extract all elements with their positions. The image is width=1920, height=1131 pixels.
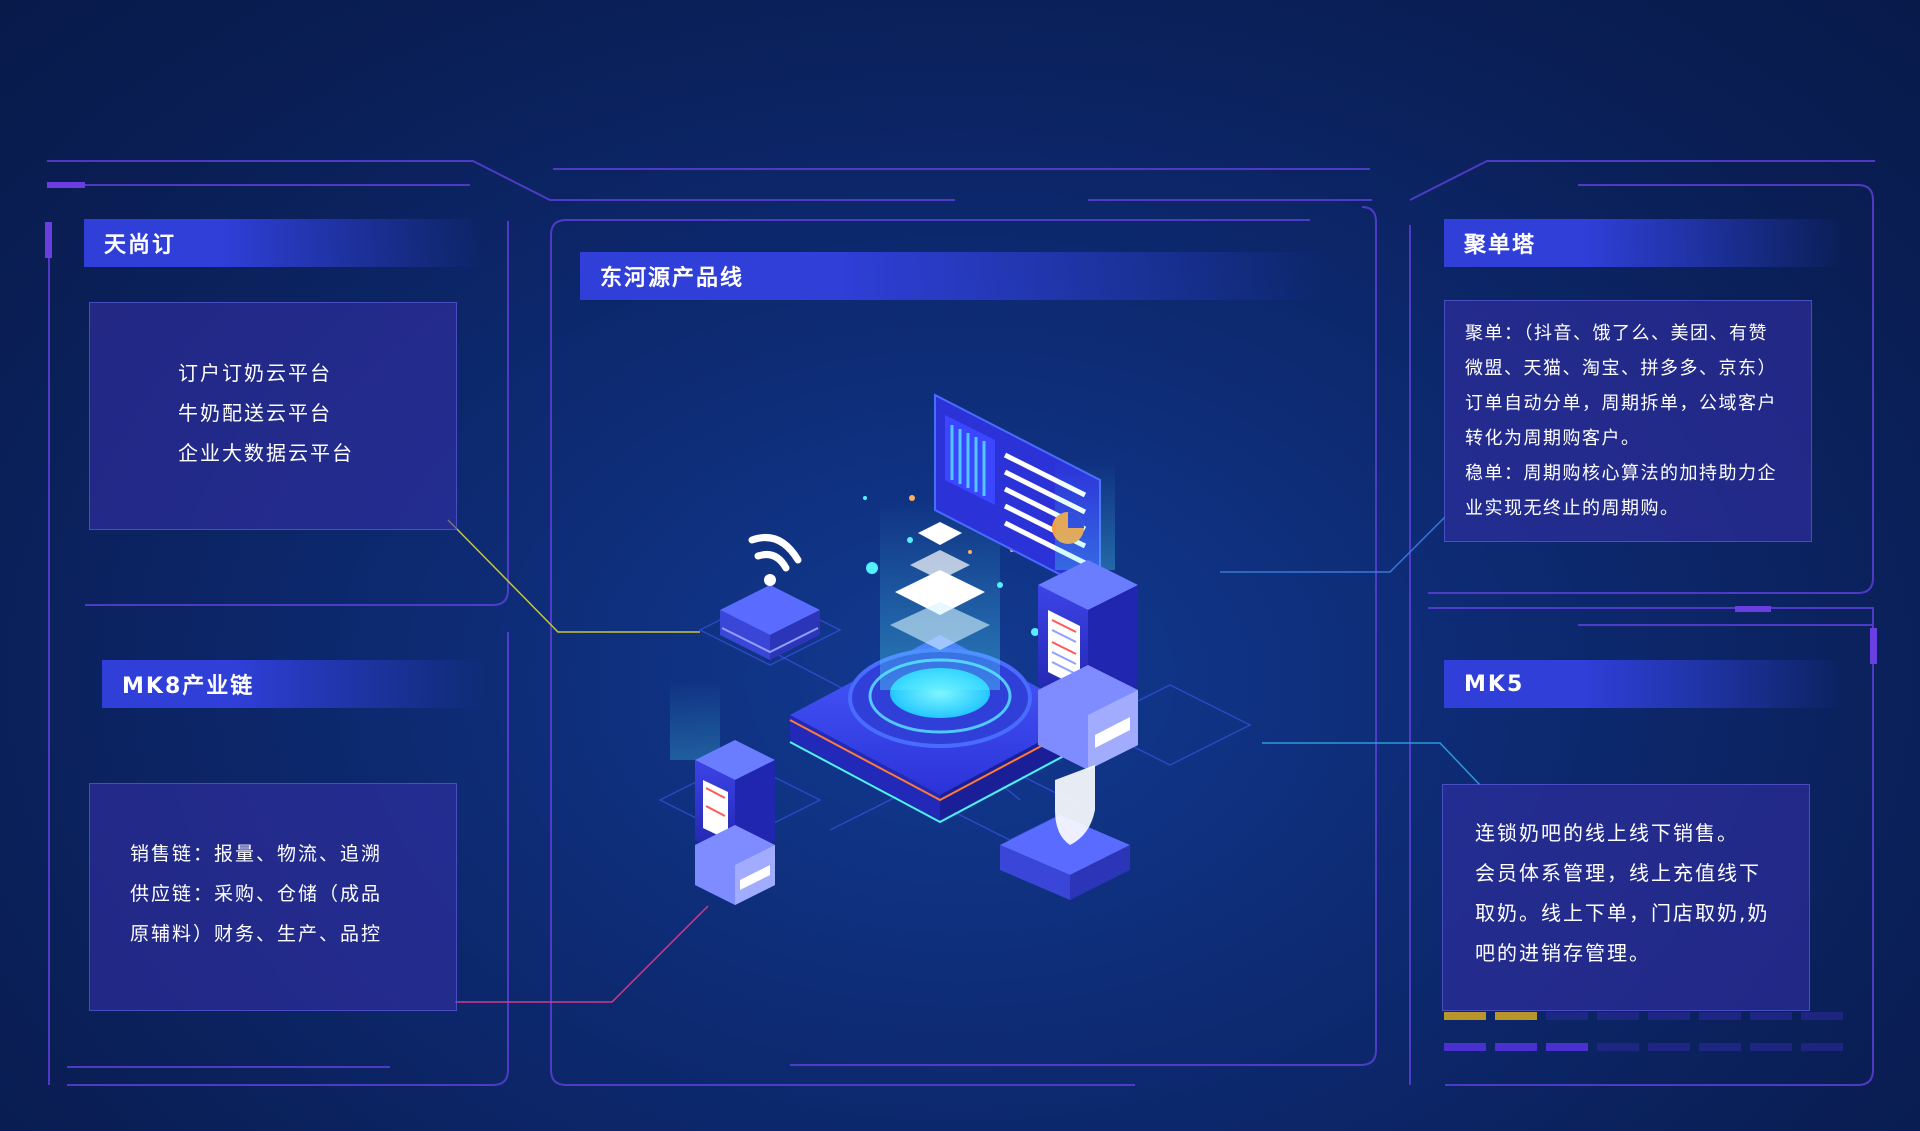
mk5-line-1: 连锁奶吧的线上线下销售。 [1475,821,1739,845]
mk5-info-box: 连锁奶吧的线上线下销售。 会员体系管理，线上充值线下 取奶。线上下单，门店取奶,… [1442,784,1810,1011]
wifi-device [720,534,820,660]
mk5-line-3: 取奶。线上下单，门店取奶,奶 [1475,901,1770,925]
segment-bars [1444,1012,1843,1051]
judantai-line-1: 聚单：（抖音、饿了么、美团、有赞 [1465,323,1768,344]
judantai-line-4: 转化为周期购客户。 [1465,428,1641,449]
mk8-line-2: 供应链：采购、仓储（成品 [130,883,383,905]
panel-title-judantai: 聚单塔 [1444,219,1844,267]
tianshangding-line-2: 牛奶配送云平台 [178,401,332,425]
server-left [670,680,775,905]
server-right [1038,460,1138,770]
judantai-line-5: 稳单：周期购核心算法的加持助力企 [1465,463,1777,484]
tianshangding-line-1: 订户订奶云平台 [178,361,332,385]
isometric-illustration [658,393,1252,905]
tianshangding-info-box: 订户订奶云平台 牛奶配送云平台 企业大数据云平台 [89,302,457,530]
mk8-info-box: 销售链：报量、物流、追溯 供应链：采购、仓储（成品 原辅料）财务、生产、品控 [89,783,457,1011]
judantai-line-3: 订单自动分单，周期拆单，公域客户 [1465,393,1777,414]
judantai-info-box: 聚单：（抖音、饿了么、美团、有赞 微盟、天猫、淘宝、拼多多、京东） 订单自动分单… [1444,300,1812,542]
judantai-line-6: 业实现无终止的周期购。 [1465,498,1680,519]
mk8-line-1: 销售链：报量、物流、追溯 [130,843,383,865]
panel-title-mk8: MK8产业链 [102,660,484,708]
central-platform [789,500,1091,824]
mk5-line-4: 吧的进销存管理。 [1475,941,1651,965]
panel-title-center: 东河源产品线 [580,252,1325,300]
judantai-line-2: 微盟、天猫、淘宝、拼多多、京东） [1465,358,1777,379]
panel-title-mk5: MK5 [1444,660,1844,708]
mk8-line-3: 原辅料）财务、生产、品控 [130,923,383,945]
mk5-line-2: 会员体系管理，线上充值线下 [1475,861,1761,885]
panel-title-tianshangding: 天尚订 [84,219,484,267]
shield-device [1000,765,1130,900]
tianshangding-line-3: 企业大数据云平台 [178,441,354,465]
